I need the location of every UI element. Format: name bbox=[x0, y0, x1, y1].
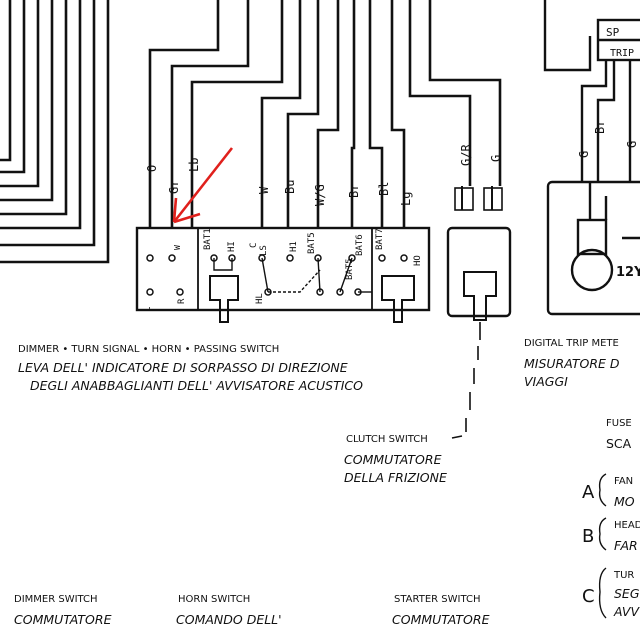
wire-color-labels: O Gr Lb W Bu W/G Br Bl Lg G/R G G Br G bbox=[145, 120, 639, 206]
meter-sp: SP bbox=[606, 26, 620, 39]
wire-label-bl: Bl bbox=[377, 182, 391, 196]
horn-sw-it: COMANDO DELL' bbox=[176, 612, 282, 627]
wire-label-br: Br bbox=[347, 184, 361, 198]
wire-label-g: G bbox=[489, 155, 503, 162]
terminal-bat5b: BAT5 bbox=[345, 258, 355, 280]
wire-label-wg: W/G bbox=[313, 184, 327, 206]
terminal-bat5: BAT5 bbox=[307, 232, 317, 254]
terminal-ls: LS bbox=[259, 245, 269, 256]
wire-label-br3: Br bbox=[593, 120, 607, 134]
digital-caption-it1: MISURATORE D bbox=[524, 356, 620, 371]
terminal-c: C bbox=[249, 243, 259, 248]
fuse-legend: FUSE SCA A FAN MO B HEAD FAR C TUR SEG A… bbox=[582, 418, 640, 619]
terminal-w: W bbox=[173, 245, 182, 250]
fuse-title-it: SCA bbox=[606, 436, 632, 451]
wire-label-g4: G bbox=[625, 141, 639, 148]
starter-sw-it: COMMUTATORE bbox=[392, 612, 490, 627]
terminal-h1: H1 bbox=[289, 241, 299, 252]
fuse-c-letter: C bbox=[582, 586, 595, 607]
wire-label-g3: G bbox=[577, 151, 591, 158]
clutch-caption-en: CLUTCH SWITCH bbox=[346, 434, 428, 445]
digital-caption-en: DIGITAL TRIP METE bbox=[524, 338, 619, 349]
terminal-hl: HL bbox=[255, 293, 265, 304]
fuse-b-line1: HEAD bbox=[614, 520, 640, 531]
dimmer-sw-it: COMMUTATORE bbox=[14, 612, 112, 627]
fuse-c-line2: SEG bbox=[614, 586, 640, 601]
digital-caption-it2: VIAGGI bbox=[524, 374, 568, 389]
fuse-a-letter: A bbox=[582, 482, 595, 503]
meter-lamp-12y: 12Y bbox=[616, 265, 640, 280]
dimmer-sw-en: DIMMER SWITCH bbox=[14, 594, 98, 605]
wire-label-w: W bbox=[257, 186, 271, 194]
terminal-bat7: BAT7 bbox=[375, 228, 385, 250]
dimmer-switch-body bbox=[135, 226, 431, 323]
terminal-l: L bbox=[143, 307, 153, 312]
terminal-bat6: BAT6 bbox=[355, 234, 365, 256]
terminal-bat1: BAT1 bbox=[203, 228, 213, 250]
dimmer-caption-it1: LEVA DELL' INDICATORE DI SORPASSO DI DIR… bbox=[18, 360, 348, 375]
wire-label-gr2: G/R bbox=[459, 144, 473, 166]
fuse-a-line1: FAN bbox=[614, 476, 633, 487]
clutch-caption-it2: DELLA FRIZIONE bbox=[344, 470, 447, 485]
terminal-hi: HI bbox=[227, 241, 237, 252]
wire-label-o: O bbox=[145, 165, 159, 172]
wire-label-gr: Gr bbox=[167, 180, 181, 194]
harness-wires bbox=[148, 0, 502, 228]
fuse-a-line2: MO bbox=[614, 494, 635, 509]
switch-terminal-labels: BAT1 HI C LS H1 BAT5 BAT6 BAT7 HO L R W … bbox=[143, 228, 423, 312]
fuse-title-en: FUSE bbox=[606, 418, 632, 429]
wire-label-lg: Lg bbox=[399, 192, 413, 206]
fuse-c-line1: TUR bbox=[613, 570, 634, 581]
horn-sw-en: HORN SWITCH bbox=[178, 594, 250, 605]
starter-sw-en: STARTER SWITCH bbox=[394, 594, 481, 605]
clutch-switch-body bbox=[446, 186, 512, 439]
dimmer-caption-it2: DEGLI ANABBAGLIANTI DELL' AVVISATORE ACU… bbox=[30, 378, 363, 393]
fuse-c-line3: AVV bbox=[613, 604, 640, 619]
red-arrow-annotation bbox=[172, 147, 234, 224]
wire-label-bu: Bu bbox=[283, 180, 297, 194]
clutch-caption-it1: COMMUTATORE bbox=[344, 452, 442, 467]
meter-trip: TRIP bbox=[610, 48, 634, 59]
meter-wires bbox=[543, 0, 640, 316]
fuse-b-letter: B bbox=[582, 526, 594, 547]
wire-label-lb: Lb bbox=[187, 158, 201, 172]
terminal-r: R bbox=[177, 298, 187, 304]
left-wire-bundle bbox=[0, 0, 110, 264]
dimmer-caption-en: DIMMER • TURN SIGNAL • HORN • PASSING SW… bbox=[18, 344, 279, 355]
terminal-ho: HO bbox=[413, 255, 423, 266]
fuse-b-line2: FAR bbox=[614, 538, 638, 553]
